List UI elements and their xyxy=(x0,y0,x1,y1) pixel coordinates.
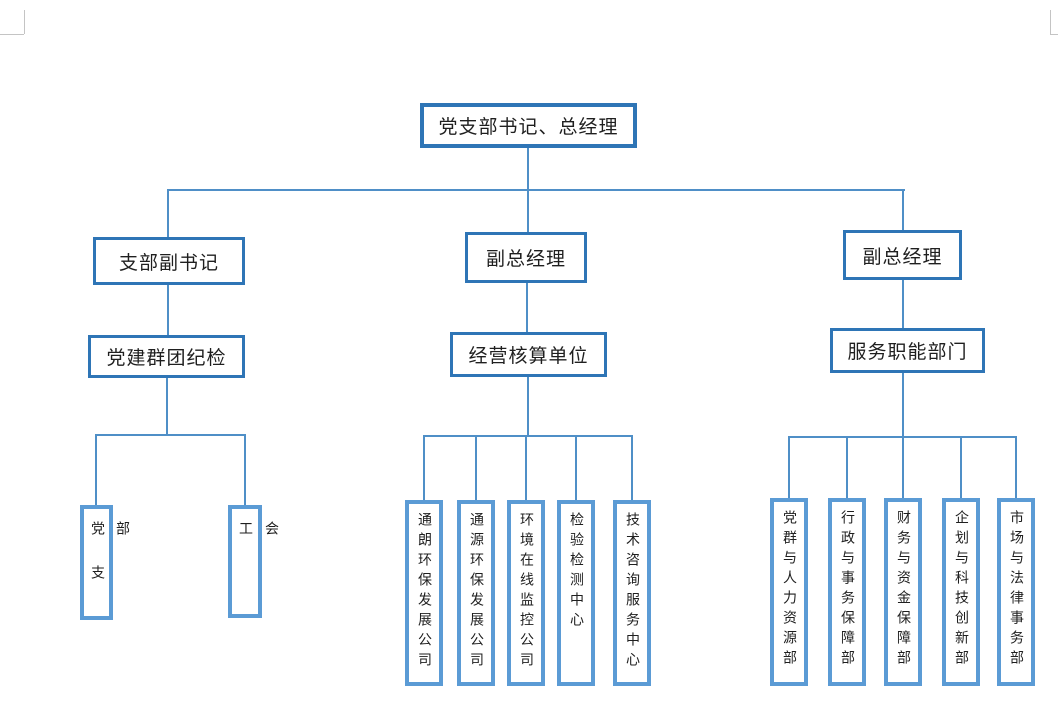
org-box-dept-planning-tech[interactable]: 企划与科技创新部 xyxy=(942,498,980,686)
connector-line xyxy=(1015,436,1017,498)
org-box-dept-market-legal[interactable]: 市场与法律事务部 xyxy=(997,498,1035,686)
page-margin-mark xyxy=(24,10,25,34)
connector-line xyxy=(902,189,904,230)
org-box-dept-finance[interactable]: 财务与资金保障部 xyxy=(884,498,922,686)
connector-line xyxy=(960,436,962,498)
org-box-deputy-gm-services[interactable]: 副总经理 xyxy=(843,230,962,280)
org-box-deputy-gm-operations[interactable]: 副总经理 xyxy=(465,232,587,283)
connector-line xyxy=(846,436,848,498)
connector-line xyxy=(902,280,904,328)
connector-line xyxy=(244,434,246,505)
org-box-dept-inspection-center[interactable]: 检验检测中心 xyxy=(557,500,595,686)
connector-line xyxy=(902,373,904,437)
org-box-dept-tonglang-env[interactable]: 通朗环保发展公司 xyxy=(405,500,443,686)
connector-line xyxy=(95,434,97,505)
connector-line xyxy=(167,189,169,237)
org-box-dept-consulting-center[interactable]: 技术咨询服务中心 xyxy=(613,500,651,686)
connector-line xyxy=(166,378,168,435)
org-box-dept-party-branch[interactable]: 党支部 xyxy=(80,505,130,620)
connector-line xyxy=(527,189,529,232)
connector-line xyxy=(525,435,527,500)
org-box-deputy-branch-secretary[interactable]: 支部副书记 xyxy=(93,237,245,285)
connector-line xyxy=(475,435,477,500)
connector-line xyxy=(527,377,529,436)
org-box-dept-hr[interactable]: 党群与人力资源部 xyxy=(770,498,808,686)
connector-line xyxy=(95,434,245,436)
org-box-dept-labor-union[interactable]: 工会 xyxy=(228,505,279,618)
connector-line xyxy=(167,189,905,191)
connector-line xyxy=(902,436,904,498)
connector-line xyxy=(631,435,633,500)
org-box-root[interactable]: 党支部书记、总经理 xyxy=(420,103,637,148)
connector-line xyxy=(423,435,632,437)
org-box-operating-units[interactable]: 经营核算单位 xyxy=(450,332,607,377)
org-box-dept-tongyuan-env[interactable]: 通源环保发展公司 xyxy=(457,500,495,686)
connector-line xyxy=(423,435,425,500)
org-box-party-group-discipline[interactable]: 党建群团纪检 xyxy=(88,335,245,378)
connector-line xyxy=(575,435,577,500)
page-margin-mark xyxy=(1050,10,1051,34)
connector-line xyxy=(167,285,169,335)
connector-line xyxy=(788,436,790,498)
page-margin-mark xyxy=(1050,34,1058,35)
org-box-dept-admin-affairs[interactable]: 行政与事务保障部 xyxy=(828,498,866,686)
connector-line xyxy=(527,148,529,190)
connector-line xyxy=(526,283,528,332)
org-box-dept-online-monitoring[interactable]: 环境在线监控公司 xyxy=(507,500,545,686)
org-box-service-functions[interactable]: 服务职能部门 xyxy=(830,328,985,373)
page-margin-mark xyxy=(0,34,24,35)
